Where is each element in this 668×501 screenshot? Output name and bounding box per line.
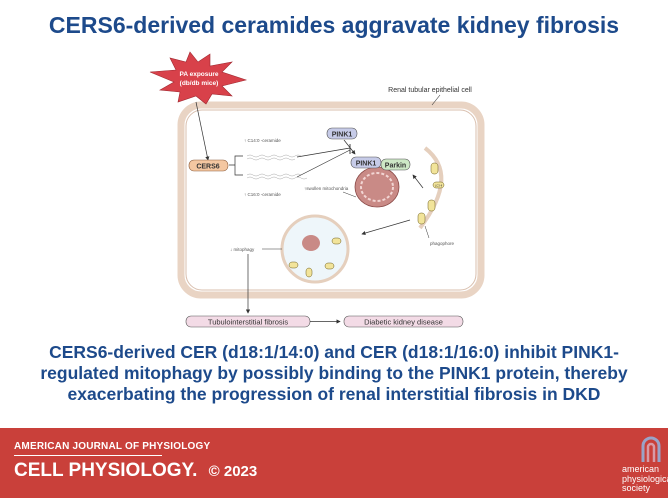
mitophagy-label: ↓ mitophagy — [230, 247, 255, 252]
aps-logo-icon — [641, 436, 661, 462]
summary-line: exacerbating the progression of renal in… — [67, 384, 601, 404]
trigger-text-2: (db/db mice) — [180, 80, 219, 87]
society-line: society — [622, 483, 651, 493]
society-line: american — [622, 464, 660, 474]
journal-name: AMERICAN JOURNAL OF PHYSIOLOGY — [14, 441, 211, 452]
pink1-free — [326, 127, 358, 140]
parkin-label: Parkin — [385, 163, 406, 170]
pink1-bound-label: PINK1 — [356, 161, 377, 168]
outcome-dkd-label: Diabetic kidney disease — [364, 318, 443, 327]
section-name: CELL PHYSIOLOGY. — [14, 460, 198, 481]
parkin-box — [380, 158, 411, 171]
journal-footer: AMERICAN JOURNAL OF PHYSIOLOGY CELL PHYS… — [0, 428, 668, 498]
page-title: CERS6-derived ceramides aggravate kidney… — [48, 12, 620, 38]
outcome-dkd — [343, 315, 464, 328]
cers6-label: CERS6 — [196, 164, 219, 171]
summary-text: CERS6-derived CER (d18:1/14:0) and CER (… — [20, 342, 648, 405]
phagophore-label: phagophore — [430, 241, 455, 246]
phagophore — [418, 146, 444, 230]
mechanism-diagram: Renal tubular epithelial cell PA exposur… — [149, 51, 485, 328]
cers6-box — [188, 159, 229, 172]
cell-membrane — [177, 101, 485, 299]
society-line: physiological — [622, 473, 668, 484]
ceramide-c14-label: ↑ C14:0 -ceramide — [244, 138, 281, 143]
outcome-fibrosis-label: Tubulointerstitial fibrosis — [208, 318, 288, 327]
society-name: americanphysiologicalsociety — [622, 464, 668, 494]
cell-label: Renal tubular epithelial cell — [388, 87, 472, 94]
journal-section: CELL PHYSIOLOGY. © 2023 — [14, 460, 257, 482]
divider — [14, 455, 162, 456]
summary-line: regulated mitophagy by possibly binding … — [40, 363, 628, 383]
trigger-star — [149, 51, 248, 105]
copyright-year: © 2023 — [208, 463, 258, 480]
ceramide-c16-label: ↑ C16:0 -ceramide — [244, 192, 281, 197]
summary-line: CERS6-derived CER (d18:1/14:0) and CER (… — [49, 342, 619, 362]
swollen-label: ↑swollen mitochondria — [304, 186, 349, 191]
trigger-text: PA exposure — [179, 71, 218, 78]
lc3-label: LC3-II — [435, 184, 443, 188]
pink1-free-label: PINK1 — [332, 132, 353, 139]
